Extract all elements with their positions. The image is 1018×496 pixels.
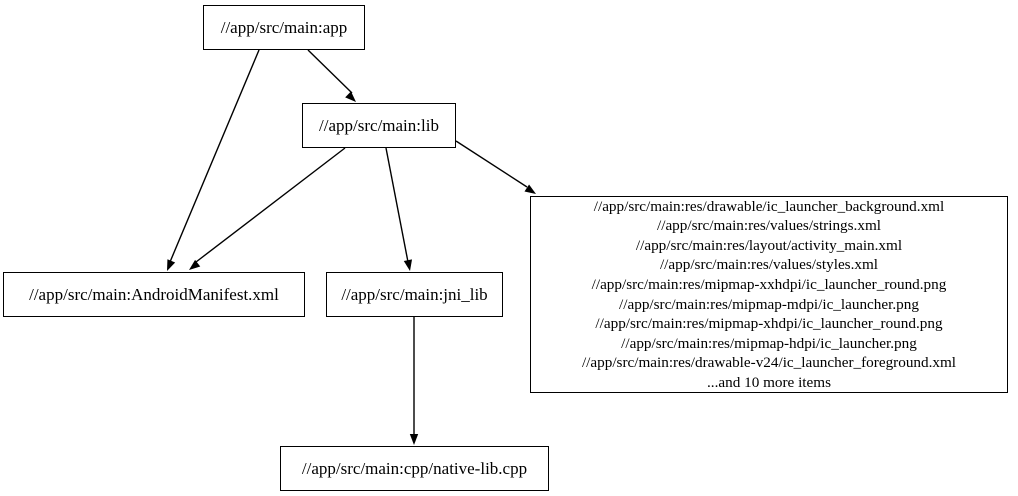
node-android-manifest-label: //app/src/main:AndroidManifest.xml (29, 285, 279, 304)
node-res-files-label: //app/src/main:res/drawable/ic_launcher_… (581, 197, 957, 391)
edge-app-to-manifest (169, 49, 260, 263)
edge-lib-to-jni_lib (385, 147, 409, 263)
node-jni-lib-label: //app/src/main:jni_lib (341, 285, 488, 304)
node-lib-label: //app/src/main:lib (319, 116, 439, 135)
node-app-label: //app/src/main:app (220, 18, 348, 37)
edge-lib-to-res_files (455, 140, 528, 188)
arrowhead-app-to-manifest (167, 259, 176, 271)
arrowhead-lib-to-jni_lib (403, 259, 413, 271)
node-lib[interactable]: //app/src/main:lib (302, 103, 456, 148)
node-res-files[interactable]: //app/src/main:res/drawable/ic_launcher_… (530, 196, 1008, 393)
node-native-lib-cpp[interactable]: //app/src/main:cpp/native-lib.cpp (280, 446, 549, 491)
node-app[interactable]: //app/src/main:app (203, 5, 365, 50)
edge-app-to-lib (307, 49, 353, 94)
node-native-lib-cpp-label: //app/src/main:cpp/native-lib.cpp (301, 459, 528, 478)
arrowhead-jni_lib-to-native_lib (409, 434, 419, 445)
node-jni-lib[interactable]: //app/src/main:jni_lib (326, 272, 503, 317)
node-android-manifest[interactable]: //app/src/main:AndroidManifest.xml (3, 272, 305, 317)
edge-lib-to-manifest (195, 147, 346, 263)
